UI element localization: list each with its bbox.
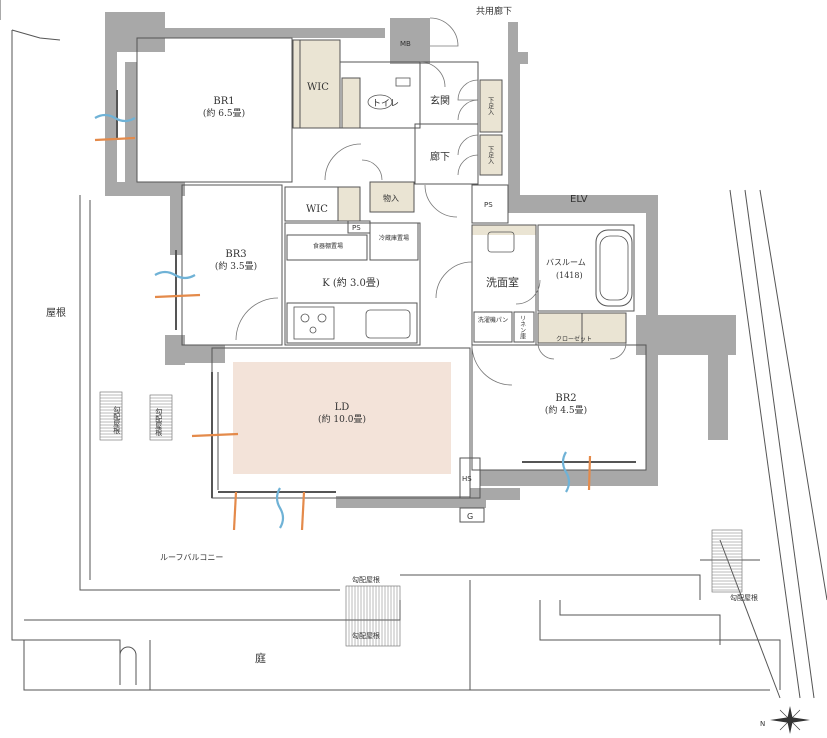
elv-label: ELV [570,194,588,205]
g-label: G [467,512,473,521]
garden-label: 庭 [255,651,266,665]
bathtub-icon [599,235,629,301]
stove-icon [293,306,335,340]
bathroom-label: バスルーム [546,258,586,267]
fridge-name: 冷蔵庫置場 [378,235,409,242]
mb-label: MB [400,40,411,48]
shoe1-label: 下足入 [486,86,494,126]
br3-area: (約 3.5畳) [214,261,258,272]
shoe1-fill [480,80,502,132]
br3-name: BR3 [225,249,247,260]
north-label: N [760,720,765,728]
corridor-shared-label: 共用廊下 [476,5,512,17]
wic2-label: WIC [306,204,328,215]
br2-area: (約 4.5畳) [544,405,588,416]
hatch-lines [100,394,742,646]
fridge-label: 冷蔵庫置場 [372,235,416,243]
shoe2-fill [480,135,502,175]
roof-balcony-label: ルーフバルコニー [160,553,223,562]
wic1-fill [293,40,340,128]
wic2-fill [338,187,360,221]
site-lines [0,0,827,699]
ld-floor [233,362,451,474]
ps2-label: PS [484,201,493,209]
room-fills [233,40,626,474]
hall-label: 廊下 [430,150,450,163]
ld-label: LD (約 10.0畳) [312,402,372,426]
entrance-label: 玄関 [430,94,450,107]
br3-label: BR3 (約 3.5畳) [208,249,264,273]
sloped-roof-left-label: 勾配屋根 [112,400,121,440]
walls [105,12,736,508]
washroom-counter-fill [472,225,536,235]
roof-label: 屋根 [46,306,66,319]
kitchen-name: K (約 3.0畳) [322,278,380,289]
br1-label: BR1 (約 6.5畳) [196,96,252,120]
linen-label: リネン庫 [518,314,526,340]
storage-label: 物入 [383,193,399,203]
breeze-icon [94,113,592,531]
wic1-label: WIC [307,82,329,93]
kitchen-label: K (約 3.0畳) [316,278,386,291]
br1-area: (約 6.5畳) [202,108,246,119]
linen-name: リネン庫 [518,315,526,339]
appliance-label: 食器棚置場 [296,243,360,251]
ps1-label: PS [352,224,361,232]
toilet-label: トイレ [372,99,399,109]
appliance-name: 食器棚置場 [312,243,343,250]
sloped-roof-right-label: 勾配屋根 [730,593,758,602]
interior-walls [116,37,647,523]
sloped-roof-center-bottom-label: 勾配屋根 [352,631,380,640]
bathroom-size-label: (1418) [556,271,583,280]
washer-pan-label: 洗濯機パン [476,317,510,325]
toilet-storage-fill [342,78,360,128]
washroom-sink-icon [487,231,515,253]
washroom-label: 洗面室 [486,275,519,289]
ld-name: LD [334,402,350,413]
sink-icon [365,309,411,339]
sloped-roof-left2-name: 勾配屋根 [154,408,163,436]
br2-name: BR2 [555,393,577,404]
storage-fill [370,182,414,212]
hs-label: HS [462,475,472,483]
ld-area: (約 10.0畳) [318,414,366,425]
shoe2-name: 下足入 [486,146,494,164]
br2-label: BR2 (約 4.5畳) [536,393,596,417]
sloped-roof-center-top-label: 勾配屋根 [352,575,380,584]
br1-name: BR1 [213,96,235,107]
shoe1-name: 下足入 [486,97,494,115]
sloped-roof-left2-label: 勾配屋根 [154,402,163,442]
sloped-roof-left-name: 勾配屋根 [112,406,121,434]
closet-label: クローゼット [556,335,592,343]
washer-pan-name: 洗濯機パン [477,317,509,324]
compass-icon [770,706,810,734]
toilet-icon [367,77,411,110]
shoe2-label: 下足入 [486,138,494,172]
door-swings [235,17,627,386]
